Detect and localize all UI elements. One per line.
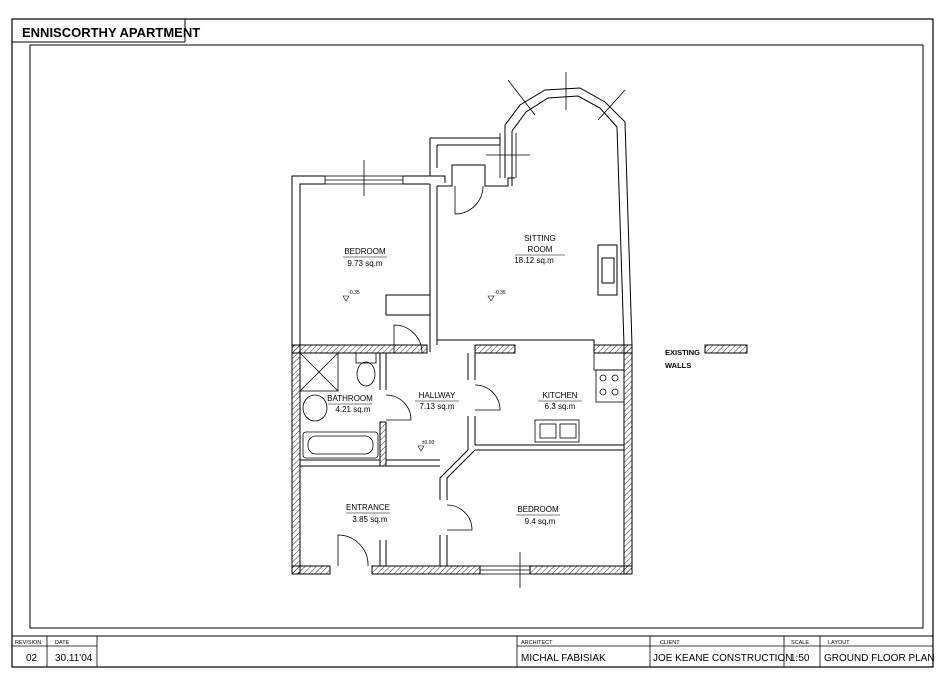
scale-value: 1:50 [790,653,810,664]
layout-value: GROUND FLOOR PLAN [824,653,935,664]
toilet-cistern [355,352,377,364]
bathroom-name: BATHROOM [327,394,373,403]
title-block: REVISION 02 DATE 30.11'04 ARCHITECT MICH… [12,635,935,667]
entrance-area: 3.85 sq.m [352,515,387,524]
floor-plan: BEDROOM 9.73 sq.m -0.35 SITTING ROOM 18.… [291,72,633,588]
shower [299,352,339,392]
doors [337,185,501,567]
bath-inner [307,435,374,455]
date-value: 30.11'04 [55,653,93,664]
layout-label: LAYOUT [828,640,850,646]
wall-top-lower-left [291,344,428,354]
wall-right-lower [623,344,633,575]
interior-walls [300,294,624,566]
drawing-title: ENNISCORTHY APARTMENT [22,25,200,40]
hob [595,369,625,403]
client-label: CLIENT [660,640,680,646]
legend-hatch-swatch [704,344,748,354]
bathroom-area: 4.21 sq.m [335,405,370,414]
kitchen-name: KITCHEN [542,391,577,400]
wall-bottom-mid [371,565,481,575]
bedroom2-name: BEDROOM [517,505,559,514]
wall-top-lower-kitchen [474,344,516,354]
entrance-name: ENTRANCE [346,503,390,512]
wall-bathroom-right [379,421,387,467]
bedroom1-level: -0.35 [348,290,360,296]
sitting-name1: SITTING [524,234,556,243]
sink [534,419,580,443]
bedroom1-name: BEDROOM [344,247,386,256]
fixtures [299,352,625,459]
sitting-level: -0.35 [494,290,506,296]
client-value: JOE KEANE CONSTRUCTION [653,653,792,664]
existing-walls [291,344,633,575]
architect-label: ARCHITECT [521,640,553,646]
upper-walls [291,87,633,352]
architect-value: MICHAL FABISIAK [521,653,606,664]
legend-line1: EXISTING [665,348,700,357]
sitting-area: 18.12 sq.m [514,256,554,265]
bedroom2-area: 9.4 sq.m [525,517,556,526]
toilet-bowl [356,361,376,387]
windows [324,72,626,588]
revision-value: 02 [26,653,38,664]
inner-border [29,44,924,629]
legend-line2: WALLS [665,361,691,370]
bath [302,431,379,459]
hallway-area: 7.13 sq.m [419,402,454,411]
wall-bottom-left [291,565,331,575]
wall-top-lower-right [593,344,633,354]
room-labels: BEDROOM 9.73 sq.m -0.35 SITTING ROOM 18.… [327,234,582,526]
wall-left-lower [291,344,301,575]
bedroom1-area: 9.73 sq.m [347,259,382,268]
hallway-level: ±0.00 [422,440,435,446]
kitchen-area: 6.3 sq.m [545,402,576,411]
outer-border [11,18,934,668]
wall-bottom-right [529,565,633,575]
basin [302,394,328,422]
level-markers [342,295,495,452]
revision-label: REVISION [15,640,41,646]
date-label: DATE [55,640,70,646]
scale-label: SCALE [791,640,809,646]
legend: EXISTING WALLS [665,344,748,370]
hallway-name: HALLWAY [419,391,456,400]
sitting-name2: ROOM [528,245,553,254]
